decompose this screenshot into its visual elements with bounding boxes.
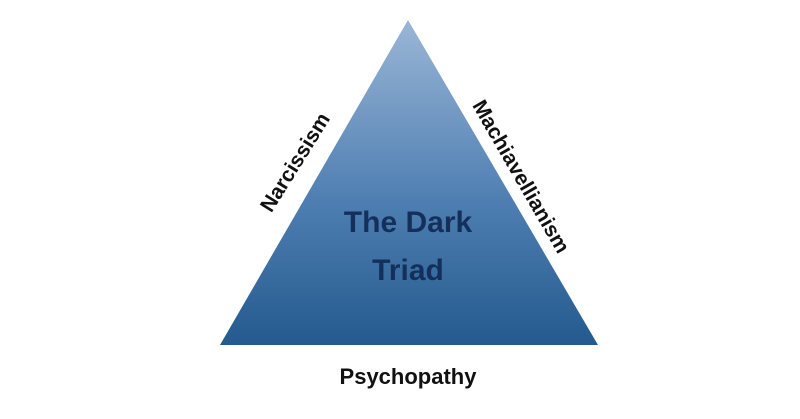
center-title-line1: The Dark <box>344 206 473 239</box>
bottom-label: Psychopathy <box>340 364 478 389</box>
center-title-line2: Triad <box>372 254 444 287</box>
triad-triangle <box>220 20 598 345</box>
